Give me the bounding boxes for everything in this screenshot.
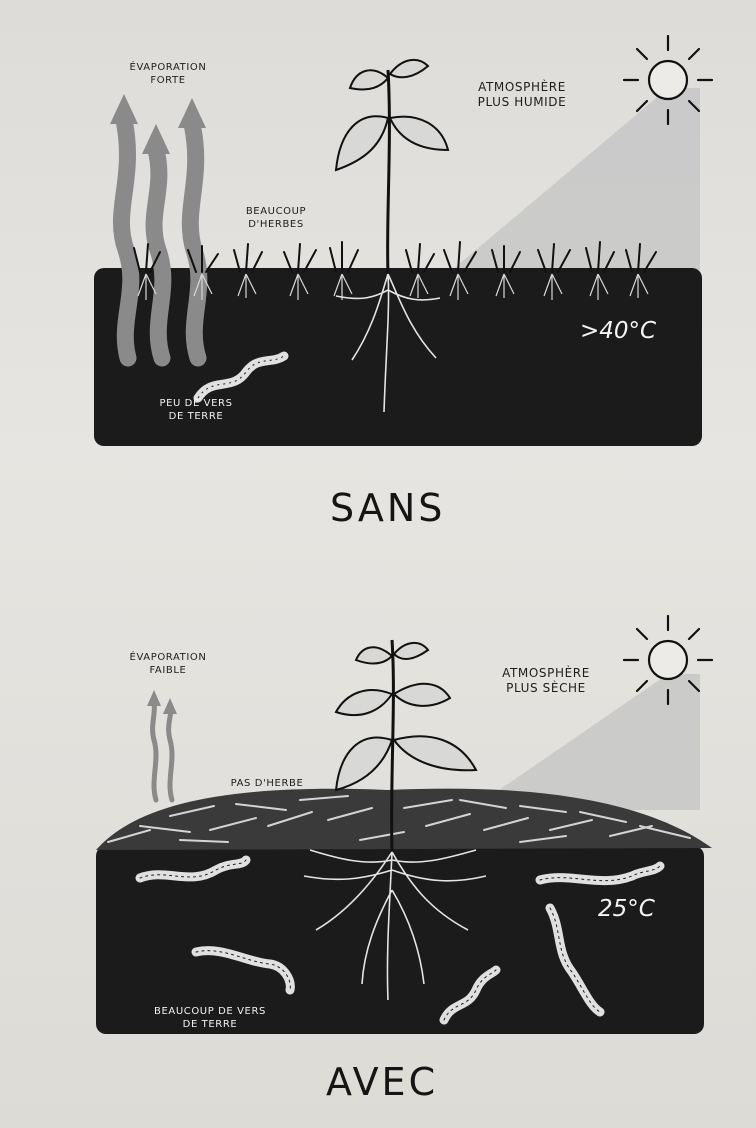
- bottom-grass-label: PAS D'HERBE: [212, 778, 322, 791]
- top-temperature-label: >40°C: [580, 318, 656, 344]
- top-worms-label: PEU DE VERS DE TERRE: [136, 398, 256, 423]
- top-sun-ray: [452, 88, 700, 270]
- bottom-worms-label: BEAUCOUP DE VERS DE TERRE: [130, 1006, 290, 1031]
- bottom-title: AVEC: [326, 1060, 438, 1104]
- bottom-evaporation-arrows: [147, 690, 177, 800]
- top-title: SANS: [330, 486, 445, 530]
- bottom-atmosphere-label: ATMOSPHÈRE PLUS SÈCHE: [476, 666, 616, 696]
- top-atmosphere-label: ATMOSPHÈRE PLUS HUMIDE: [452, 80, 592, 110]
- top-evaporation-label: ÉVAPORATION FORTE: [98, 62, 238, 87]
- bottom-evaporation-label: ÉVAPORATION FAIBLE: [98, 652, 238, 677]
- top-grass-label: BEAUCOUP D'HERBES: [226, 206, 326, 231]
- bottom-temperature-label: 25°C: [598, 896, 655, 922]
- top-sun-icon: [624, 36, 712, 124]
- top-evaporation-arrows: [110, 94, 206, 358]
- bottom-sun-icon: [624, 616, 712, 704]
